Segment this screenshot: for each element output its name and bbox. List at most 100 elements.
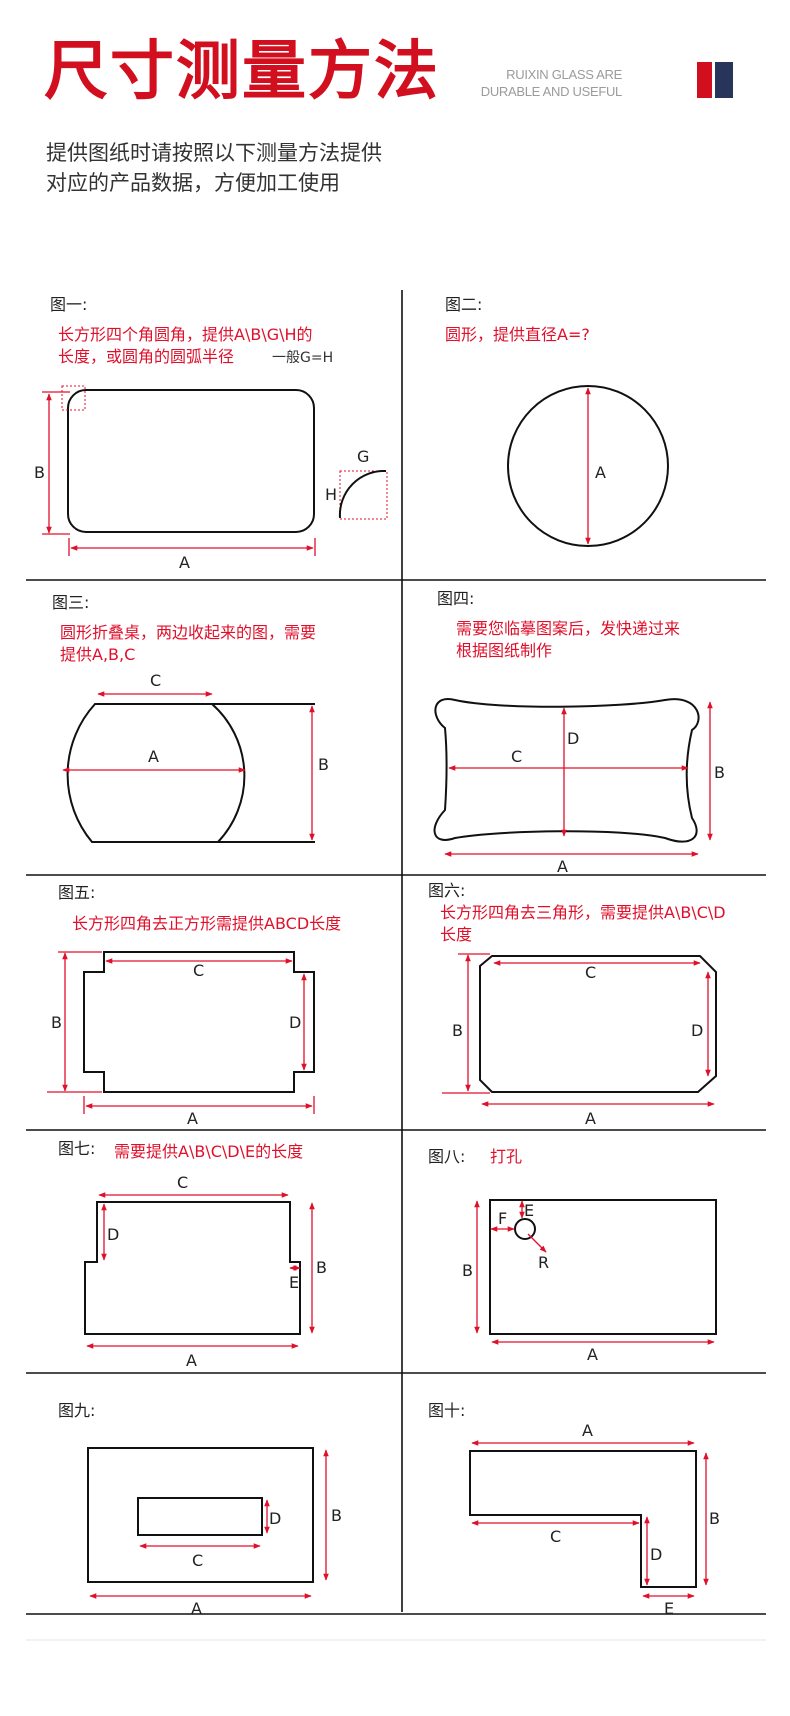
figure-6-label-c: C [585, 963, 596, 982]
figure-9-shape [87, 1447, 314, 1583]
figure-9-label-b: B [331, 1506, 342, 1525]
figure-10-title: 图十: [428, 1401, 465, 1420]
figure-4-description-line1: 需要您临摹图案后，发快递过来 [456, 619, 680, 638]
figure-8-label-r: R [538, 1253, 549, 1272]
figure-8-description: 打孔 [490, 1147, 522, 1166]
figure-9-title: 图九: [58, 1401, 95, 1420]
figure-8-label-a: A [587, 1345, 598, 1364]
figure-7-title: 图七: [58, 1139, 95, 1158]
figure-1-rounded-rectangle: 图一: 长方形四个角圆角，提供A\B\G\H的 长度，或圆角的圆弧半径 一般G=… [34, 295, 388, 572]
figure-6-title: 图六: [428, 881, 465, 900]
brand-logo [697, 62, 733, 98]
figure-6-description-line1: 长方形四角去三角形，需要提供A\B\C\D [440, 903, 726, 922]
figure-10-label-d: D [650, 1545, 662, 1564]
figure-9-inner-cutout: 图九: C D B A [58, 1401, 342, 1618]
figure-9-cutout [137, 1497, 263, 1536]
page-subtitle: 提供图纸时请按照以下测量方法提供 对应的产品数据，方便加工使用 [46, 138, 382, 198]
figure-6-chamfered-rectangle: 图六: 长方形四角去三角形，需要提供A\B\C\D 长度 C D B A [428, 881, 726, 1128]
figure-8-label-f: F [498, 1209, 507, 1228]
figure-3-description-line1: 圆形折叠桌，两边收起来的图，需要 [60, 623, 316, 642]
figure-4-label-c: C [511, 747, 522, 766]
figure-7-label-d: D [107, 1225, 119, 1244]
figure-6-label-b: B [452, 1021, 463, 1040]
figure-3-description-line2: 提供A,B,C [60, 645, 135, 664]
figure-6-label-d: D [691, 1021, 703, 1040]
page-title: 尺寸测量方法 [44, 35, 440, 109]
subtitle-line2: 对应的产品数据，方便加工使用 [46, 171, 340, 195]
figure-7-description: 需要提供A\B\C\D\E的长度 [114, 1142, 303, 1161]
figure-5-label-a: A [187, 1109, 198, 1128]
figure-5-notched-rectangle: 图五: 长方形四角去正方形需提供ABCD长度 C D B A [47, 883, 341, 1128]
figure-5-label-d: D [289, 1013, 301, 1032]
figure-4-label-d: D [567, 729, 579, 748]
figure-7-label-a: A [186, 1351, 197, 1370]
figure-3-title: 图三: [52, 593, 89, 612]
figure-10-label-c: C [550, 1527, 561, 1546]
figure-4-title: 图四: [437, 589, 474, 608]
figure-9-label-a: A [191, 1599, 202, 1618]
figure-1-corner-detail-box [339, 470, 388, 520]
figure-8-hole-drilling: 图八: 打孔 F E R B A [428, 1147, 717, 1364]
figure-2-shape [507, 385, 669, 547]
figure-8-hole [514, 1218, 536, 1240]
figure-10-label-e: E [664, 1599, 674, 1618]
figure-6-description-line2: 长度 [440, 925, 472, 944]
figure-1-description-line1: 长方形四个角圆角，提供A\B\G\H的 [58, 325, 313, 344]
figure-5-label-b: B [51, 1013, 62, 1032]
figure-4-custom-shape: 图四: 需要您临摹图案后，发快递过来 根据图纸制作 C D B A [433, 589, 725, 876]
brand-tagline-line1: RUIXIN GLASS ARE [506, 67, 622, 82]
figure-8-label-b: B [462, 1261, 473, 1280]
figure-9-label-c: C [192, 1551, 203, 1570]
figure-4-label-a: A [557, 857, 568, 876]
figure-4-description-line2: 根据图纸制作 [456, 641, 552, 660]
figure-7-label-b: B [316, 1258, 327, 1277]
figure-1-note: 一般G=H [272, 350, 333, 366]
figure-10-label-b: B [709, 1509, 720, 1528]
figure-3-label-c: C [150, 671, 161, 690]
brand-tagline-line2: DURABLE AND USEFUL [480, 84, 623, 99]
figure-1-label-h: H [325, 485, 337, 504]
figure-2-description: 圆形，提供直径A=? [445, 325, 590, 344]
subtitle-line1: 提供图纸时请按照以下测量方法提供 [46, 141, 382, 165]
figure-2-label-a: A [595, 463, 606, 482]
figure-3-folding-table: 图三: 圆形折叠桌，两边收起来的图，需要 提供A,B,C C A B [52, 593, 329, 843]
figure-7-stepped-shape: 图七: 需要提供A\B\C\D\E的长度 C D E B A [58, 1139, 327, 1370]
figure-1-description-line2: 长度，或圆角的圆弧半径 [58, 347, 234, 366]
figure-10-label-a: A [582, 1421, 593, 1440]
figure-8-dim-r [527, 1233, 547, 1253]
figure-3-label-a: A [148, 747, 159, 766]
figure-4-shape [433, 697, 700, 843]
figure-3-label-b: B [318, 755, 329, 774]
figure-7-label-c: C [177, 1173, 188, 1192]
figure-8-label-e: E [524, 1201, 534, 1220]
figure-6-shape [479, 955, 717, 1093]
logo-navy-bar [715, 62, 733, 98]
figure-1-corner-highlight [61, 385, 86, 411]
figure-3-shape [66, 703, 246, 843]
figure-10-l-shape: 图十: A C B D E [428, 1401, 720, 1618]
brand-tagline: RUIXIN GLASS ARE DURABLE AND USEFUL [480, 66, 623, 100]
figure-7-shape [84, 1201, 301, 1335]
figure-8-shape [489, 1199, 717, 1335]
figure-9-label-d: D [269, 1509, 281, 1528]
figure-5-shape [83, 951, 315, 1093]
figure-2-circle: 图二: 圆形，提供直径A=? A [445, 295, 669, 547]
figure-4-label-b: B [714, 763, 725, 782]
grid-lines [26, 290, 766, 1641]
figure-5-description: 长方形四角去正方形需提供ABCD长度 [72, 914, 341, 933]
figure-2-title: 图二: [445, 295, 482, 314]
figure-10-shape [469, 1450, 697, 1588]
figure-1-shape [67, 389, 315, 533]
figure-1-label-g: G [357, 447, 369, 466]
figure-5-title: 图五: [58, 883, 95, 902]
figure-1-label-a: A [179, 553, 190, 572]
figure-8-title: 图八: [428, 1147, 465, 1166]
figure-1-label-b: B [34, 463, 45, 482]
figure-1-corner-arc [338, 469, 387, 519]
figure-5-label-c: C [193, 961, 204, 980]
figure-1-title: 图一: [50, 295, 87, 314]
logo-red-bar [697, 62, 712, 98]
figure-6-label-a: A [585, 1109, 596, 1128]
figure-7-label-e: E [289, 1273, 299, 1292]
